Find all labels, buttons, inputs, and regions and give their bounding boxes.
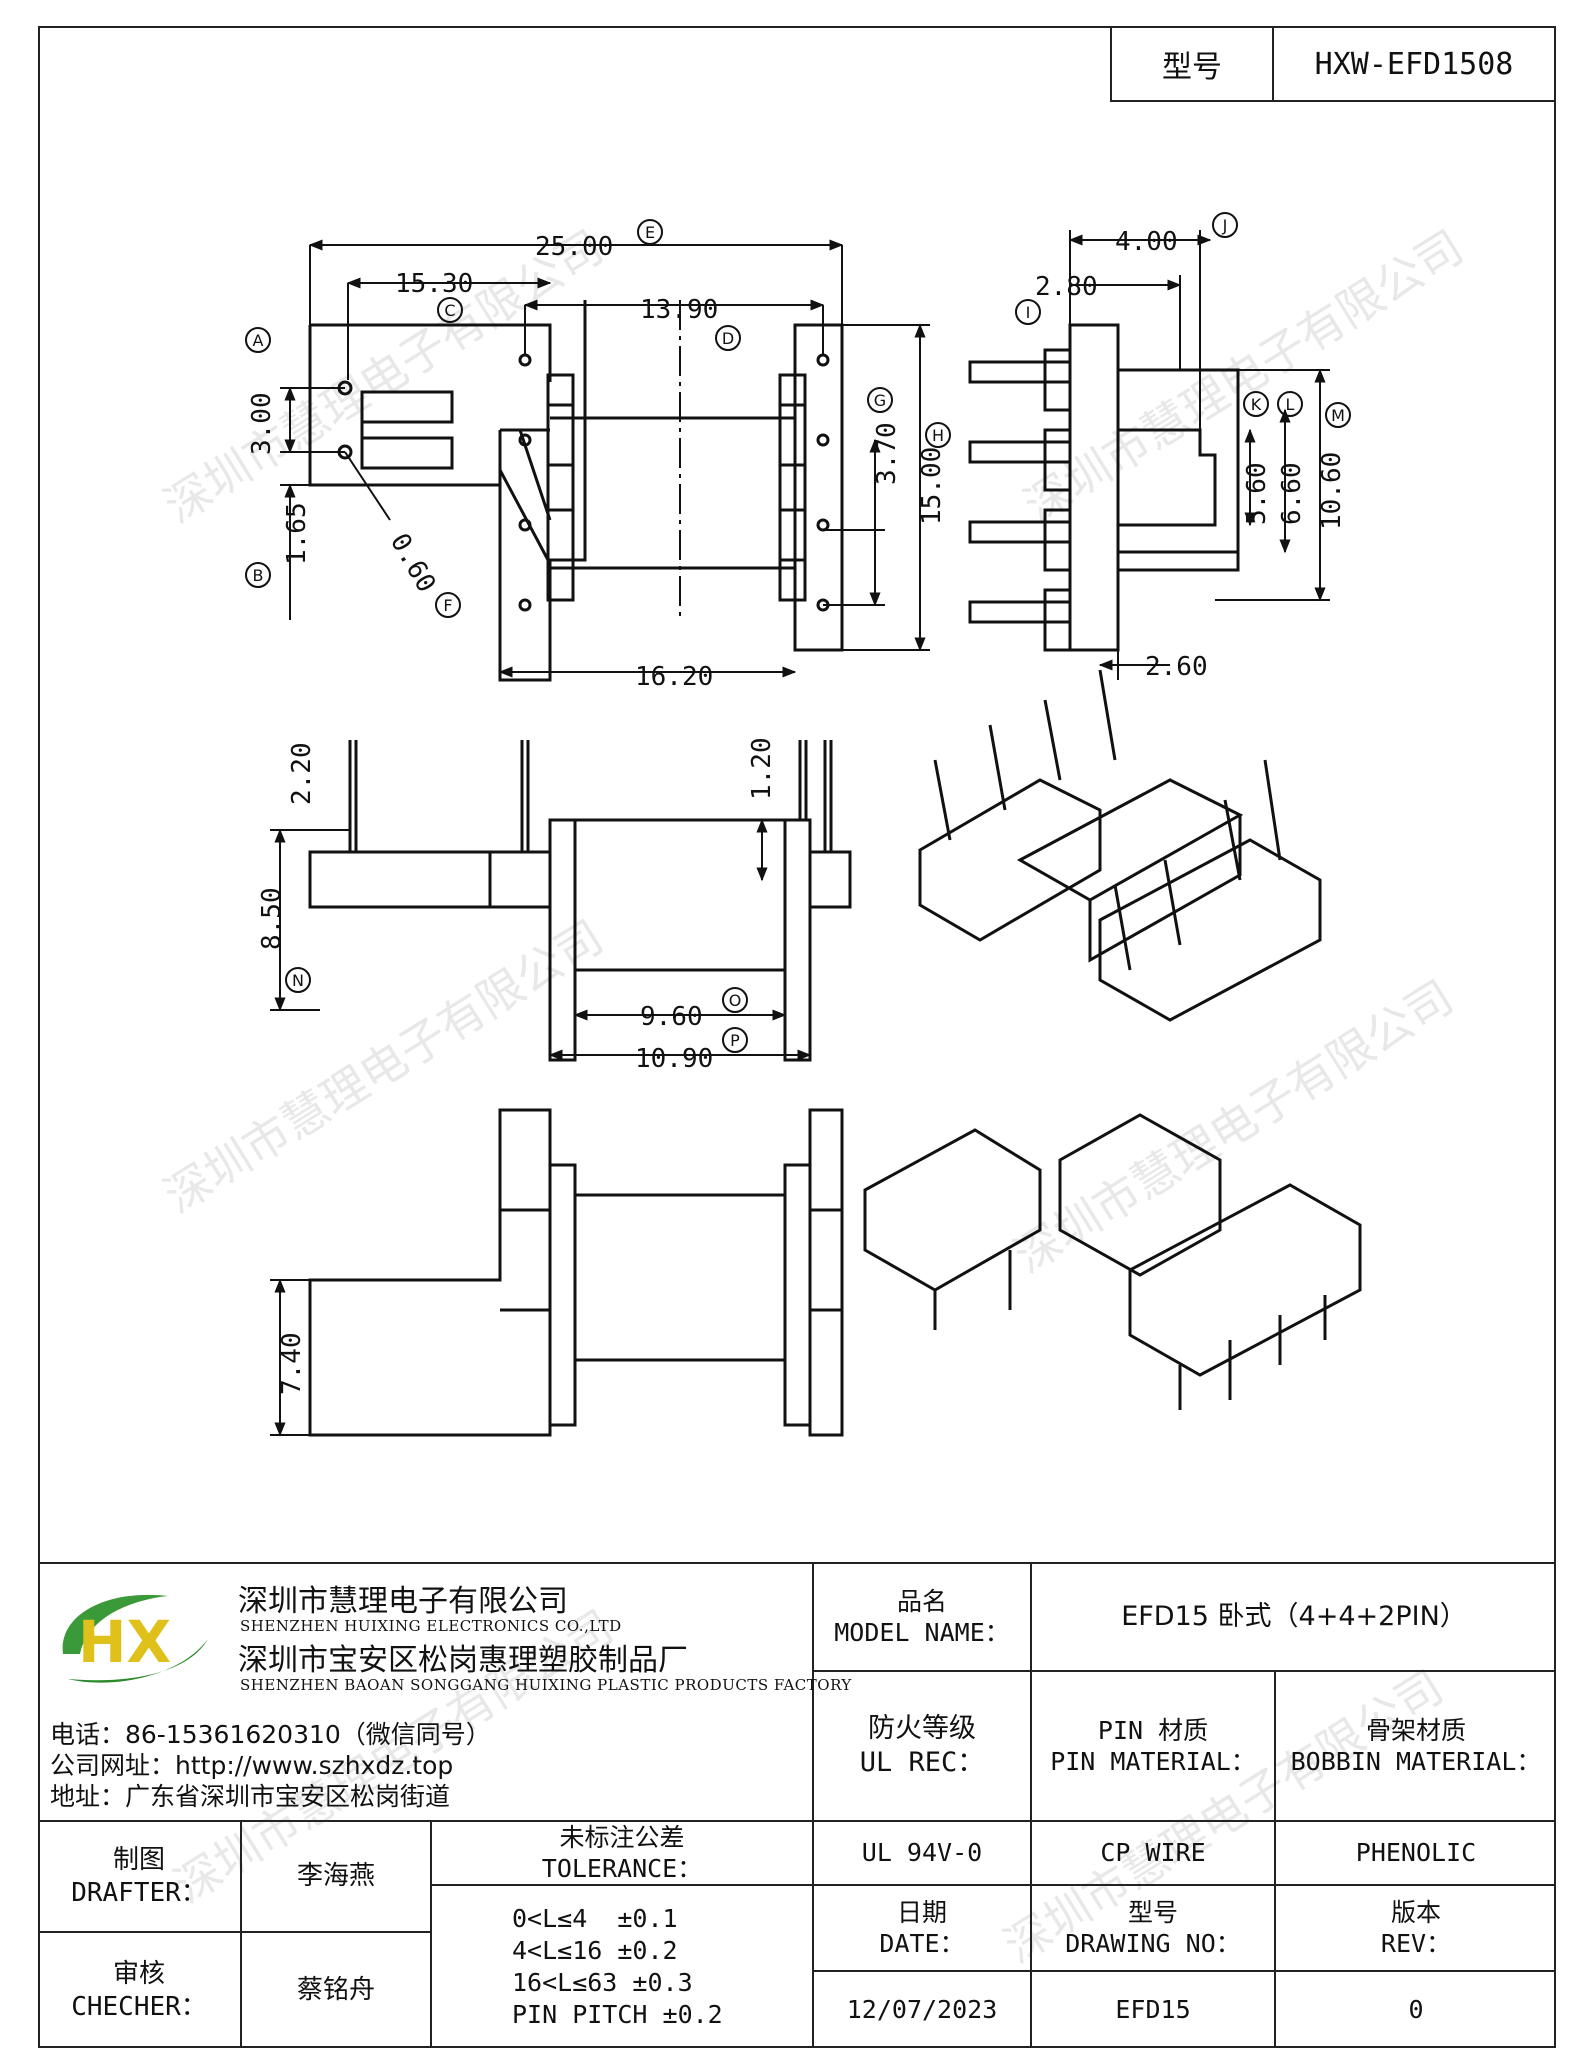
- tolerance-line: 16<L≤63 ±0.3: [512, 1968, 693, 1997]
- contact-website: 公司网址：http://www.szhxdz.top: [50, 1751, 454, 1780]
- dim-15-00: 15.00: [917, 447, 947, 525]
- front-view: [270, 740, 852, 1062]
- dim-2-20: 2.20: [287, 742, 317, 805]
- dim-10-90: 10.90: [635, 1044, 713, 1074]
- dim-3-00: 3.00: [247, 392, 277, 455]
- checker-label: 审核 CHECHER：: [71, 1959, 207, 2022]
- date-label: 日期 DATE：: [879, 1897, 965, 1958]
- ref-label-m: M: [1331, 406, 1345, 425]
- bobbin-material-label: 骨架材质 BOBBIN MATERIAL：: [1290, 1715, 1542, 1776]
- company-logo-icon: HX: [62, 1594, 208, 1683]
- ref-label-b: B: [253, 566, 264, 585]
- model-name-value: EFD15 卧式（4+4+2PIN）: [1121, 1601, 1467, 1633]
- dim-1-65: 1.65: [282, 502, 312, 565]
- ref-label-o: O: [729, 991, 742, 1010]
- ul-rec-label: 防火等级 UL REC：: [859, 1713, 985, 1778]
- dim-1-20: 1.20: [747, 737, 777, 800]
- factory-name-cn: 深圳市宝安区松岗惠理塑胶制品厂: [238, 1643, 688, 1678]
- ref-label-g: G: [874, 391, 886, 410]
- dim-16-20: 16.20: [635, 662, 713, 692]
- top-view: [280, 239, 930, 682]
- dim-9-60: 9.60: [640, 1002, 703, 1032]
- ref-label-l: L: [1286, 395, 1295, 414]
- drawing-sheet-border: [38, 26, 1556, 2048]
- ref-label-a: A: [253, 331, 264, 350]
- ref-label-i: I: [1026, 303, 1031, 322]
- title-block: HX 深圳市慧理电子有限公司 SHENZHEN HUIXING ELECTRON…: [38, 1562, 1556, 2048]
- dim-15-30: 15.30: [395, 269, 473, 299]
- dim-0-60: 0.60: [384, 529, 441, 598]
- ref-label-h: H: [932, 426, 944, 445]
- contact-address: 地址：广东省深圳市宝安区松岗街道: [50, 1782, 451, 1811]
- ul-rec-value: UL 94V-0: [861, 1838, 983, 1868]
- ref-label-f: F: [443, 596, 452, 615]
- dim-8-50: 8.50: [257, 887, 287, 950]
- revision-label: 版本 REV：: [1380, 1897, 1452, 1958]
- company-name-en: SHENZHEN HUIXING ELECTRONICS CO.,LTD: [240, 1617, 622, 1635]
- contact-phone: 电话：86-15361620310（微信同号）: [50, 1720, 491, 1749]
- model-label: 型号: [1112, 28, 1274, 100]
- ref-label-e: E: [645, 223, 655, 242]
- company-name-cn: 深圳市慧理电子有限公司: [238, 1584, 568, 1619]
- model-number-box: 型号 HXW-EFD1508: [1110, 26, 1556, 102]
- dim-4-00: 4.00: [1115, 227, 1178, 257]
- model-value: HXW-EFD1508: [1314, 46, 1514, 82]
- ref-label-j: J: [1222, 216, 1228, 235]
- factory-name-en: SHENZHEN BAOAN SONGGANG HUIXING PLASTIC …: [240, 1676, 852, 1694]
- tolerance-line: 4<L≤16 ±0.2: [512, 1936, 678, 1965]
- ref-label-c: C: [444, 301, 455, 320]
- tolerance-table: 0<L≤4 ±0.1 4<L≤16 ±0.2 16<L≤63 ±0.3 PIN …: [432, 1886, 812, 2048]
- ref-label-k: K: [1251, 395, 1262, 414]
- pin-material-value: CP WIRE: [1100, 1838, 1206, 1868]
- drawing-no-label: 型号 DRAWING NO：: [1065, 1897, 1241, 1958]
- dim-2-80: 2.80: [1035, 272, 1098, 302]
- side-view: [968, 230, 1330, 680]
- drafter-label: 制图 DRAFTER：: [71, 1845, 207, 1908]
- logo-letters: HX: [78, 1608, 171, 1676]
- ref-label-p: P: [730, 1031, 740, 1050]
- dim-5-60: 5.60: [1242, 462, 1272, 525]
- bottom-view: [270, 1108, 844, 1437]
- dim-10-60: 10.60: [1317, 452, 1347, 530]
- model-name-label: 品名 MODEL NAME：: [834, 1586, 1010, 1647]
- tolerance-line: 0<L≤4 ±0.1: [512, 1904, 678, 1933]
- revision-value: 0: [1408, 1995, 1424, 2025]
- isometric-view-top: [918, 669, 1322, 1022]
- dim-3-70: 3.70: [872, 422, 902, 485]
- dim-25: 25.00: [535, 232, 613, 262]
- drawing-no-value: EFD15: [1115, 1995, 1191, 2025]
- drafter-name: 李海燕: [296, 1861, 375, 1892]
- pin-material-label: PIN 材质 PIN MATERIAL：: [1050, 1715, 1256, 1776]
- date-value: 12/07/2023: [846, 1995, 998, 2025]
- tolerance-label: 未标注公差 TOLERANCE：: [541, 1822, 703, 1883]
- tolerance-line: PIN PITCH ±0.2: [512, 2000, 723, 2029]
- ref-label-d: D: [722, 329, 734, 348]
- dim-6-60: 6.60: [1277, 462, 1307, 525]
- bobbin-material-value: PHENOLIC: [1355, 1838, 1477, 1868]
- ref-label-n: N: [292, 971, 304, 990]
- technical-drawing: 25.00 15.30 13.90 3.00 3.70 15.00 1.65 0…: [245, 212, 1362, 1437]
- dim-7-40: 7.40: [277, 1332, 307, 1395]
- isometric-view-bottom: [863, 1113, 1362, 1410]
- dim-2-60: 2.60: [1145, 652, 1208, 682]
- dim-13-90: 13.90: [640, 295, 718, 325]
- checker-name: 蔡铭舟: [296, 1975, 375, 2006]
